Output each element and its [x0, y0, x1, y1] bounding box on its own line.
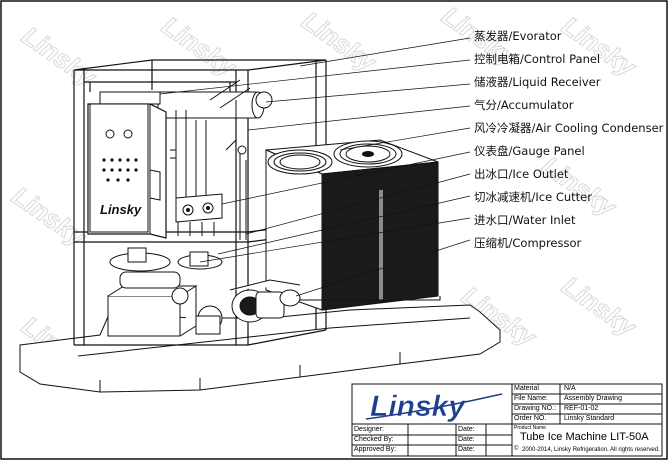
- title-block: Linsky Material N/A File Name: Assembly …: [352, 384, 662, 456]
- checked-date-label: Date:: [458, 436, 475, 443]
- callout-ice-cutter: 切冰减速机/Ice Cutter: [474, 190, 592, 204]
- approved-date-label: Date:: [458, 446, 475, 453]
- watermark-text: Linsky: [157, 10, 243, 83]
- callout-liquid-receiver: 储液器/Liquid Receiver: [474, 75, 601, 89]
- watermark-text: Linsky: [557, 10, 643, 83]
- designer-date-label: Date:: [458, 426, 475, 433]
- ice-cutter: [109, 247, 223, 272]
- callout-evaporator: 蒸发器/Evorator: [474, 29, 562, 43]
- copyright-text: 2000-2014, Linsky Refrigeration. All rig…: [522, 447, 660, 453]
- material-value: N/A: [564, 385, 576, 392]
- callout-air-cooling-condenser: 风冷冷凝器/Air Cooling Condenser: [474, 121, 664, 135]
- callout-gauge-panel: 仪表盘/Gauge Panel: [474, 144, 585, 158]
- leader-lines: [159, 37, 471, 297]
- drawing-no-label: Drawing NO.:: [514, 405, 557, 412]
- designer-label: Designer:: [354, 426, 384, 433]
- approved-by-label: Approved By:: [354, 446, 397, 453]
- checked-by-label: Checked By:: [354, 436, 394, 443]
- file-name-label: File Name:: [514, 395, 548, 402]
- product-name-label: Product Name: [514, 425, 546, 431]
- copyright-icon: ©: [514, 446, 519, 452]
- callout-compressor: 压缩机/Compressor: [474, 236, 582, 250]
- material-label: Material: [514, 385, 539, 392]
- drawing-no-value: REF-01-02: [564, 405, 599, 412]
- control-panel-logo: Linsky: [100, 202, 142, 217]
- watermark-text: Linsky: [557, 270, 643, 343]
- control-panel-box: Linsky: [87, 103, 167, 239]
- gauge-panel: [175, 193, 223, 236]
- piping: [170, 100, 247, 240]
- order-no-value: Linsky Standard: [564, 415, 615, 422]
- callout-accumulator: 气分/Accumulator: [474, 98, 574, 112]
- product-name: Tube Ice Machine LIT-50A: [520, 431, 649, 443]
- compressor: [195, 279, 301, 335]
- file-name-value: Assembly Drawing: [564, 395, 622, 402]
- watermark-text: Linsky: [297, 5, 383, 78]
- company-logo: Linsky: [365, 390, 503, 423]
- order-no-label: Order NO.: [514, 415, 547, 422]
- company-logo-text: Linsky: [370, 390, 466, 423]
- title-block-grid: [351, 383, 663, 457]
- callout-control-panel: 控制电箱/Control Panel: [474, 52, 601, 66]
- evaporator: [99, 79, 273, 220]
- callout-ice-outlet: 出冰口/Ice Outlet: [474, 167, 569, 181]
- air-cooling-condenser: [265, 139, 441, 311]
- callout-water-inlet: 进水口/Water Inlet: [474, 213, 576, 227]
